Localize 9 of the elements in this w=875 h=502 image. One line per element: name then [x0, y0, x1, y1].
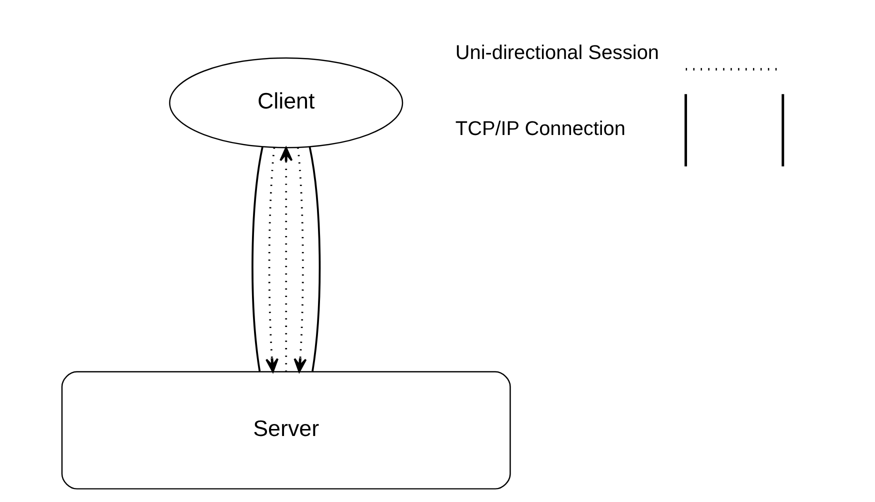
legend-label: TCP/IP Connection	[454, 118, 625, 140]
arrow	[293, 147, 306, 373]
legend-label: Uni-directional Session	[454, 42, 659, 64]
connector	[251, 146, 263, 372]
arrow	[279, 146, 292, 372]
node-box: Server	[60, 371, 510, 490]
arrow	[264, 147, 278, 373]
node-ellipse: Client	[168, 57, 403, 148]
connector	[308, 146, 320, 372]
